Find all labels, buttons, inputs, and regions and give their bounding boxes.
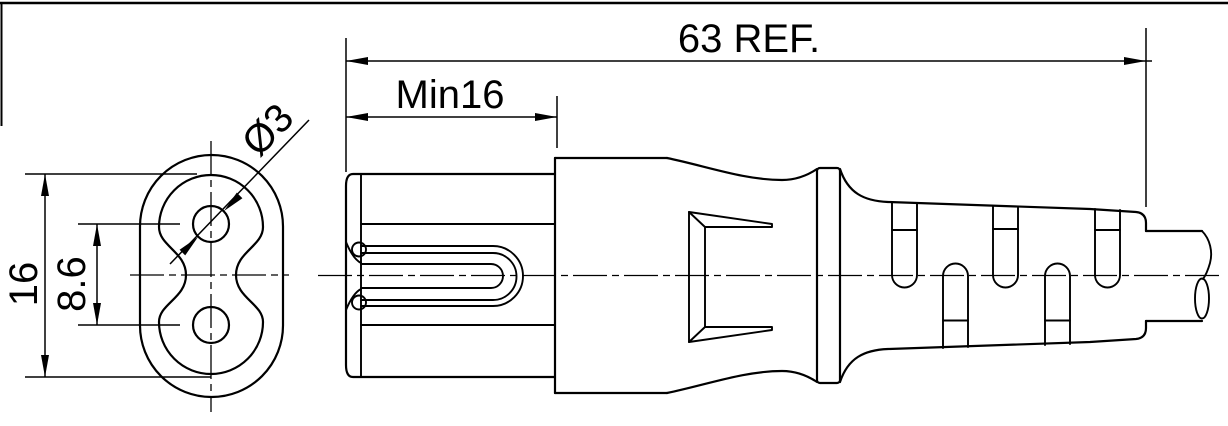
arrowhead-down-icon	[41, 355, 49, 377]
arrowhead-upper-icon	[224, 192, 243, 211]
contact-tip-bottom	[351, 294, 367, 311]
arrowhead-right-icon	[1124, 57, 1146, 65]
boot-bottom-contour	[838, 319, 1148, 384]
arrowhead-left-icon	[346, 57, 368, 65]
arrowhead-left-icon	[346, 113, 368, 121]
cable-break-lower	[1194, 277, 1210, 320]
figure8-recess-contour	[157, 173, 265, 376]
dim-nose-length: Min16	[345, 38, 558, 172]
dim-text-height: 16	[2, 262, 46, 307]
dim-overall-length: 63 REF.	[346, 17, 1152, 207]
flex-slot-bottom-2	[1044, 262, 1071, 346]
sheet-border	[0, 1, 1228, 126]
cable-break-upper	[1201, 230, 1213, 280]
flex-slot-top-3	[1094, 208, 1121, 289]
notch-top-wedge	[688, 211, 773, 228]
contact-tip-top	[351, 241, 367, 258]
face-fillet-bottom	[345, 288, 362, 311]
dim-text-pin-spacing: 8.6	[50, 256, 94, 312]
leader-line	[169, 119, 310, 265]
flex-slot-top-2	[992, 205, 1019, 289]
side-view	[318, 156, 1222, 395]
flex-slot-bottom-1	[942, 262, 969, 349]
dim-pin-spacing: 8.6	[50, 223, 180, 326]
arrowhead-lower-icon	[179, 237, 198, 256]
notch-bottom-wedge	[688, 326, 773, 343]
dim-text-overall-length: 63 REF.	[678, 17, 820, 61]
notch-bottom-corner	[688, 326, 706, 343]
grip-notch	[688, 211, 773, 343]
recess-slot-middle	[360, 252, 518, 301]
neck-bottom-contour	[665, 369, 819, 395]
dim-text-nose-length: Min16	[396, 73, 505, 117]
dim-connector-height: 16	[2, 173, 211, 378]
face-fillet-top	[345, 241, 362, 264]
arrowhead-down-icon	[93, 303, 101, 325]
notch-top-corner	[688, 211, 706, 228]
dim-text-pin-diameter: Ø3	[234, 96, 303, 165]
boot-top-contour	[838, 167, 1148, 233]
front-view	[130, 141, 289, 412]
neck-top-contour	[665, 156, 819, 182]
flex-slot-top-1	[891, 201, 918, 289]
arrowhead-right-icon	[535, 113, 557, 121]
arrowhead-up-icon	[93, 224, 101, 246]
arrowhead-up-icon	[41, 174, 49, 196]
